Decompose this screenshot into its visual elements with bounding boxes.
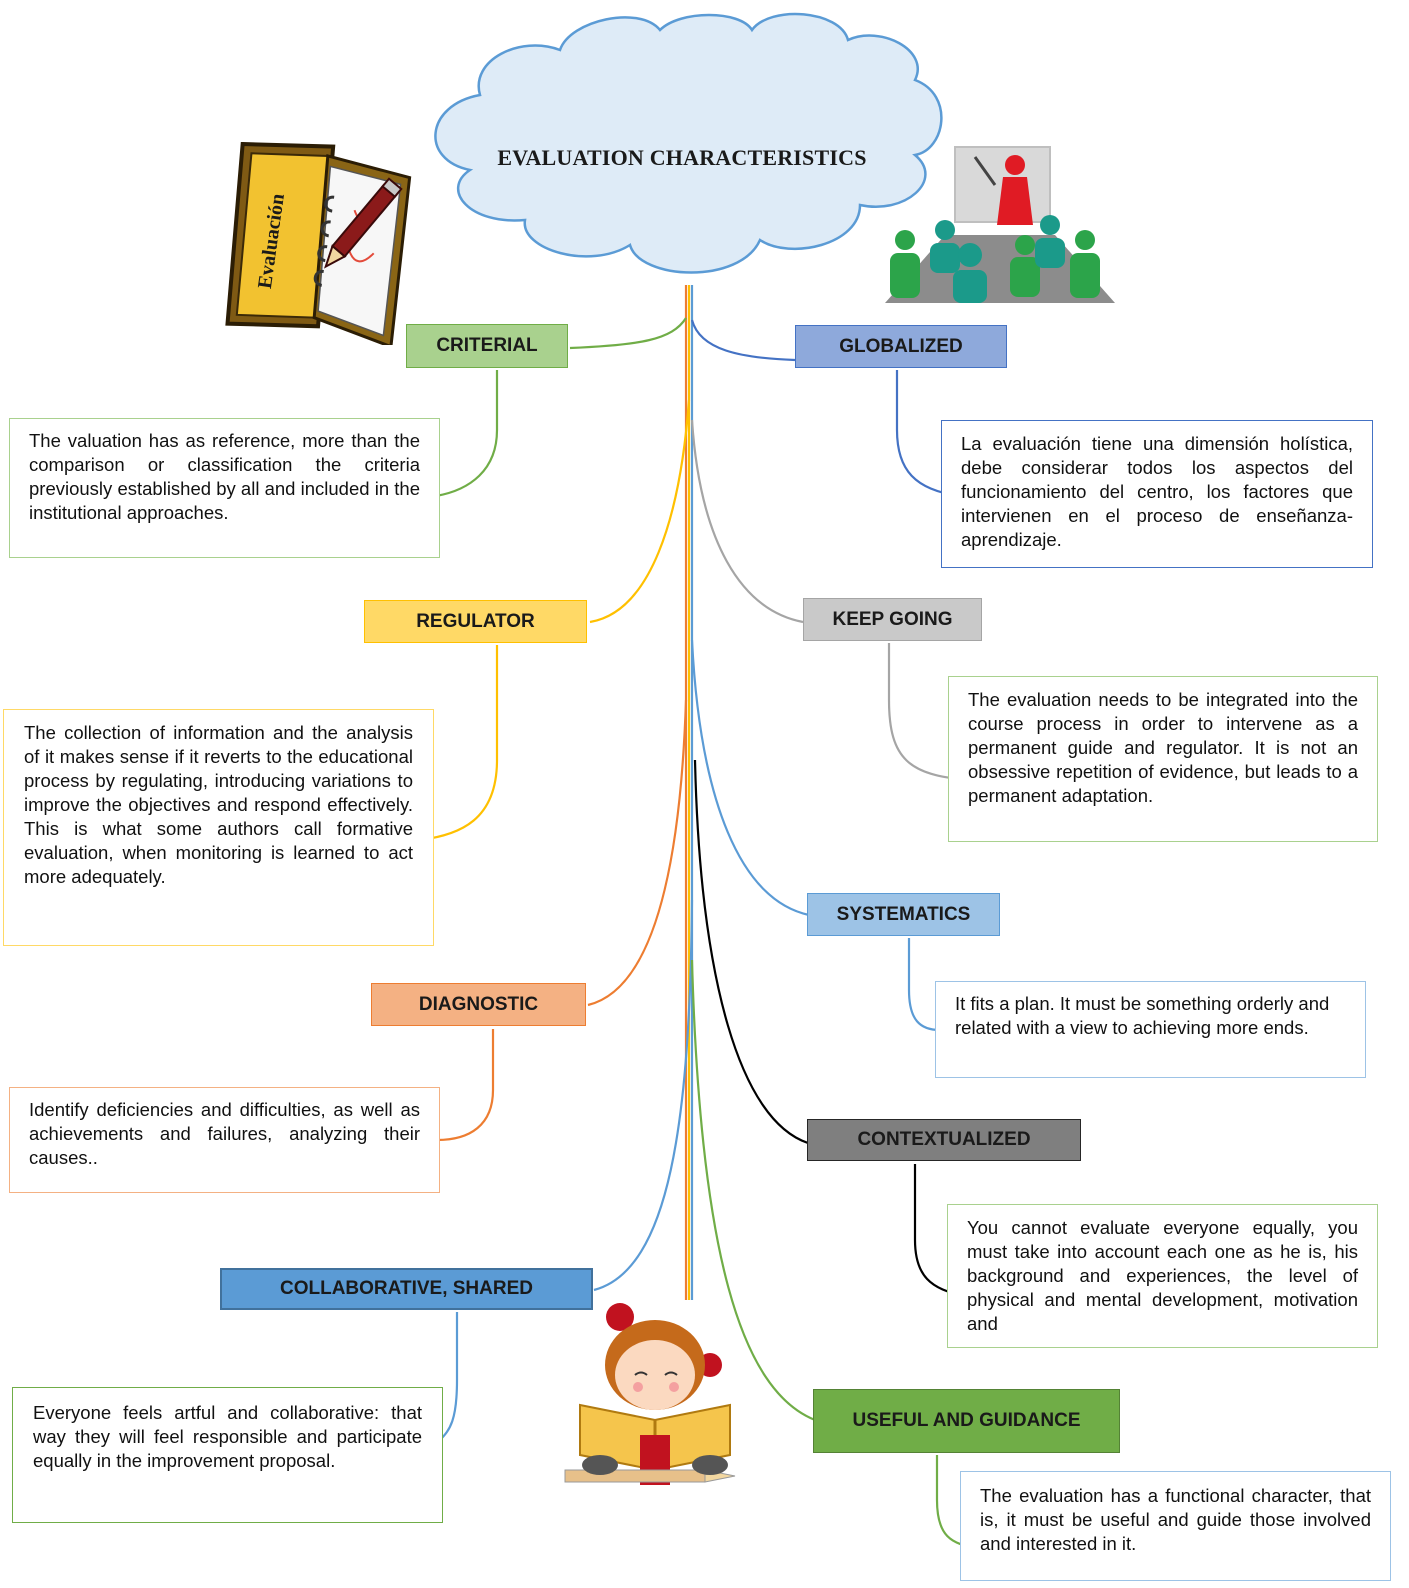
girl-reading-book-icon [564,1303,736,1485]
keep-going-description-text: The evaluation needs to be integrated in… [968,689,1358,806]
globalized-description-text: La evaluación tiene una dimensión holíst… [961,433,1353,550]
diagnostic-label: DIAGNOSTIC [371,983,586,1026]
connector-contextualized [693,759,809,1145]
keep-going-description: The evaluation needs to be integrated in… [948,676,1378,842]
systematics-description: It fits a plan. It must be something ord… [935,981,1366,1078]
pencil-icon [323,177,403,269]
regulator-label: REGULATOR [364,600,587,643]
globalized-description: La evaluación tiene una dimensión holíst… [941,420,1373,568]
contextualized-description-text: You cannot evaluate everyone equally, yo… [967,1217,1358,1334]
teacher-presentation-icon [885,146,1115,303]
connector-keep-going-desc [887,643,969,782]
diagram-title: EVALUATION CHARACTERISTICS [497,145,867,170]
diagnostic-description-text: Identify deficiencies and difficulties, … [29,1099,420,1168]
contextualized-description: You cannot evaluate everyone equally, yo… [947,1204,1378,1348]
globalized-label: GLOBALIZED [795,325,1007,368]
connector-systematics-desc [907,938,941,1032]
collaborative-description-text: Everyone feels artful and collaborative:… [33,1402,422,1471]
connector-criterial [569,317,687,350]
criterial-label: CRITERIAL [406,324,568,368]
contextualized-label: CONTEXTUALIZED [807,1119,1081,1161]
connector-collaborative-desc [439,1312,459,1441]
evaluation-notebook-icon: Evaluación [225,141,412,345]
connector-regulator [589,399,691,624]
regulator-description: The collection of information and the an… [3,709,434,946]
criterial-description-text: The valuation has as reference, more tha… [29,430,420,523]
connector-useful [690,959,816,1422]
regulator-description-text: The collection of information and the an… [24,722,413,887]
useful-description: The evaluation has a functional characte… [960,1471,1391,1581]
criterial-description: The valuation has as reference, more tha… [9,418,440,558]
useful-description-text: The evaluation has a functional characte… [980,1485,1371,1554]
connector-criterial-desc [435,370,499,498]
connector-diagnostic [587,699,688,1007]
systematics-description-text: It fits a plan. It must be something ord… [955,993,1330,1038]
title-cloud [434,12,943,274]
collaborative-description: Everyone feels artful and collaborative:… [12,1387,443,1523]
connector-collaborative [593,899,694,1292]
connector-systematics [690,639,810,917]
keep-going-label: KEEP GOING [803,598,982,641]
connector-regulator-desc [419,645,499,842]
useful-label: USEFUL AND GUIDANCE [813,1389,1120,1453]
diagnostic-description: Identify deficiencies and difficulties, … [9,1087,440,1193]
connector-globalized [690,319,796,362]
connector-diagnostic-desc [436,1029,495,1142]
systematics-label: SYSTEMATICS [807,893,1000,936]
collaborative-label: COLLABORATIVE, SHARED [220,1268,593,1310]
connector-keep-going [690,419,804,624]
